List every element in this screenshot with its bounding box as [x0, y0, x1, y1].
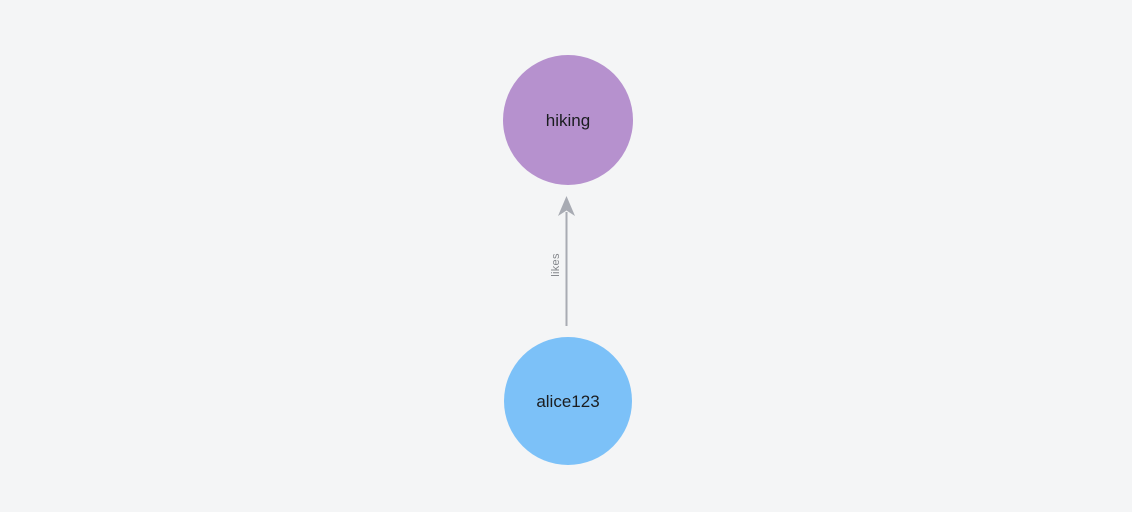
- node-hiking[interactable]: hiking: [503, 55, 633, 185]
- node-hiking-label: hiking: [546, 111, 590, 130]
- node-alice123[interactable]: alice123: [504, 337, 632, 465]
- node-hiking-circle[interactable]: [503, 55, 633, 185]
- node-alice123-circle[interactable]: [504, 337, 632, 465]
- edge-label[interactable]: likes: [550, 253, 562, 277]
- edge-likes[interactable]: likes: [550, 196, 575, 326]
- edge-arrowhead-icon: [558, 196, 575, 216]
- node-alice123-label: alice123: [536, 392, 599, 411]
